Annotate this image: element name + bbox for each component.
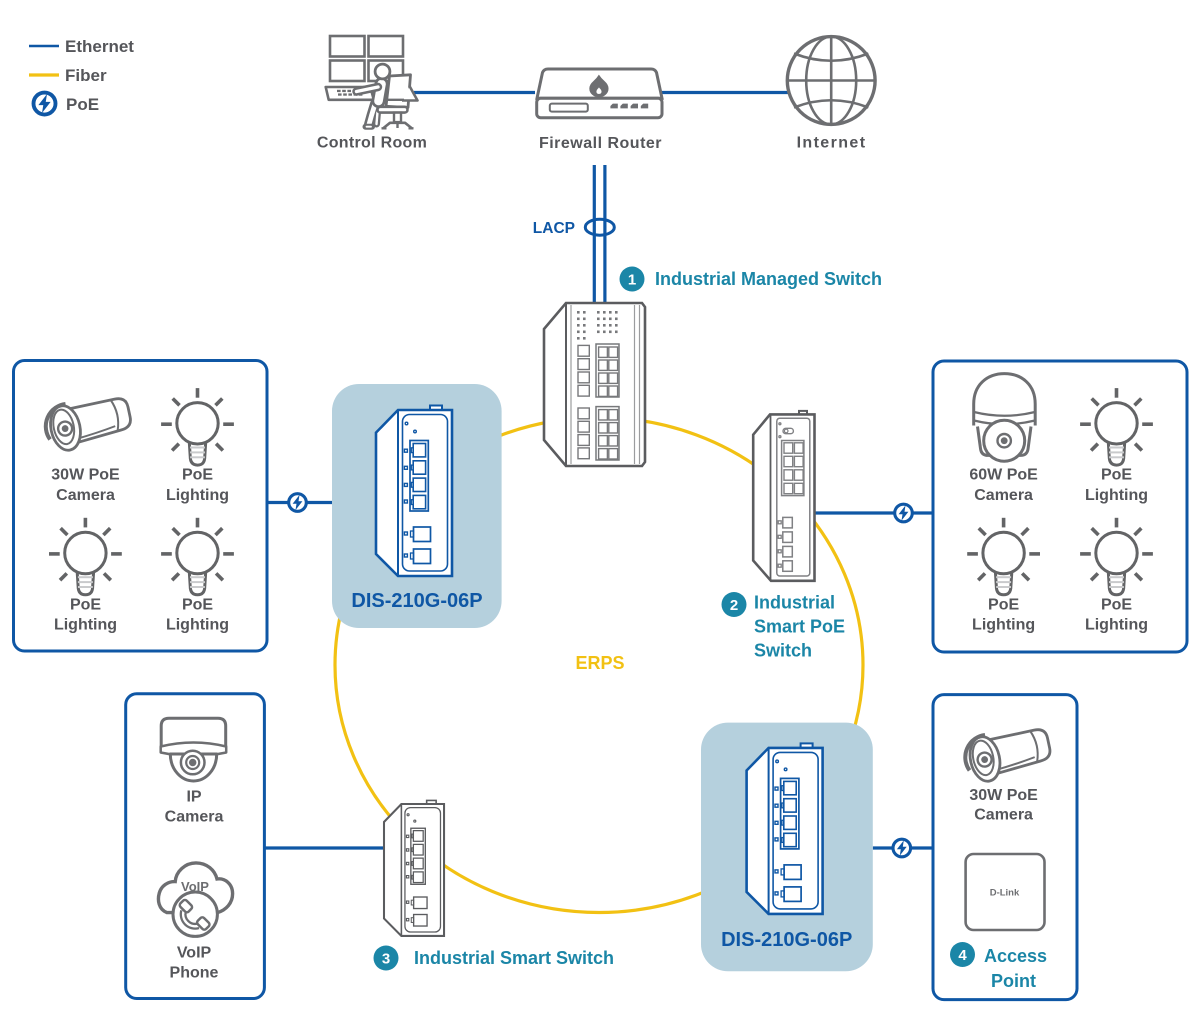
svg-text:Firewall Router: Firewall Router <box>539 135 662 152</box>
svg-text:D-Link: D-Link <box>990 888 1020 899</box>
svg-text:1: 1 <box>628 272 636 289</box>
svg-text:Phone: Phone <box>170 964 219 981</box>
svg-text:30W PoE: 30W PoE <box>969 787 1038 804</box>
svg-text:2: 2 <box>730 597 738 614</box>
svg-text:Camera: Camera <box>974 807 1033 824</box>
svg-text:Lighting: Lighting <box>166 487 229 504</box>
svg-text:Industrial: Industrial <box>754 593 835 613</box>
svg-text:Ethernet: Ethernet <box>65 37 134 56</box>
svg-text:LACP: LACP <box>533 220 575 237</box>
svg-text:Switch: Switch <box>754 641 812 661</box>
svg-text:VoIP: VoIP <box>181 879 209 894</box>
svg-text:30W PoE: 30W PoE <box>51 467 120 484</box>
svg-text:Industrial Managed Switch: Industrial Managed Switch <box>655 269 882 289</box>
svg-text:Lighting: Lighting <box>972 617 1035 634</box>
svg-text:4: 4 <box>958 947 967 964</box>
svg-text:PoE: PoE <box>988 597 1019 614</box>
svg-text:Fiber: Fiber <box>65 66 107 85</box>
svg-text:Lighting: Lighting <box>1085 617 1148 634</box>
svg-text:PoE: PoE <box>182 597 213 614</box>
svg-text:PoE: PoE <box>70 597 101 614</box>
svg-text:Internet: Internet <box>797 135 867 152</box>
svg-text:PoE: PoE <box>66 95 99 114</box>
svg-text:Camera: Camera <box>56 487 115 504</box>
svg-text:Industrial Smart Switch: Industrial Smart Switch <box>414 948 614 968</box>
svg-text:VoIP: VoIP <box>177 944 212 961</box>
svg-text:Camera: Camera <box>974 487 1033 504</box>
svg-text:60W PoE: 60W PoE <box>969 467 1038 484</box>
svg-text:PoE: PoE <box>1101 467 1132 484</box>
svg-text:Smart PoE: Smart PoE <box>754 617 845 637</box>
svg-text:PoE: PoE <box>182 467 213 484</box>
svg-text:DIS-210G-06P: DIS-210G-06P <box>351 590 482 612</box>
svg-text:Lighting: Lighting <box>166 617 229 634</box>
svg-text:Point: Point <box>991 971 1036 991</box>
svg-text:Control Room: Control Room <box>317 135 427 152</box>
svg-text:Lighting: Lighting <box>54 617 117 634</box>
svg-text:DIS-210G-06P: DIS-210G-06P <box>721 929 852 951</box>
svg-text:Camera: Camera <box>165 809 224 826</box>
svg-text:ERPS: ERPS <box>575 653 624 673</box>
svg-text:3: 3 <box>382 951 390 968</box>
svg-text:PoE: PoE <box>1101 597 1132 614</box>
svg-text:IP: IP <box>186 789 201 806</box>
svg-text:Access: Access <box>984 946 1047 966</box>
svg-text:Lighting: Lighting <box>1085 487 1148 504</box>
